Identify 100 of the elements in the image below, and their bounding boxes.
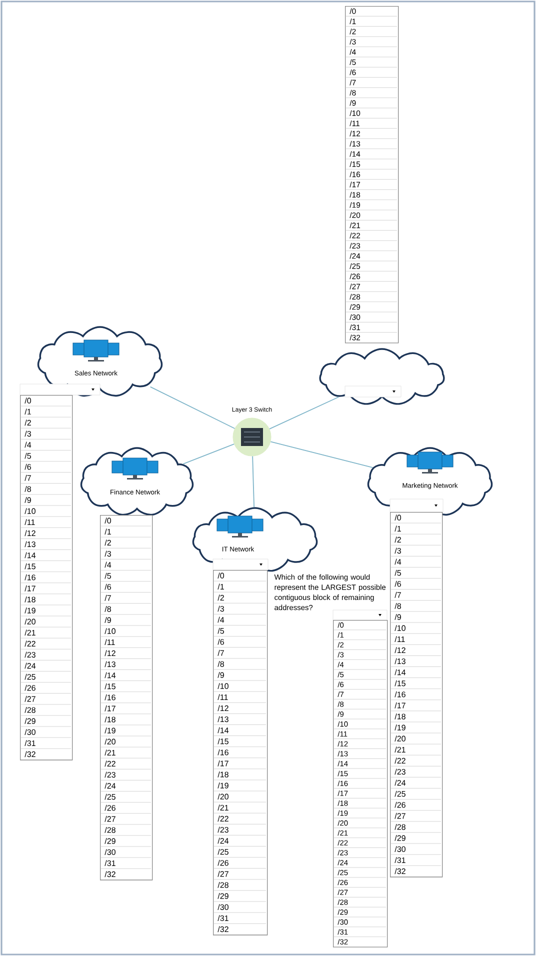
list-item: /14 — [24, 552, 36, 558]
list-item: /31 — [218, 915, 228, 922]
list-item: /28 — [104, 826, 116, 833]
list-item: /21 — [394, 746, 406, 753]
list-item: /23 — [218, 826, 228, 833]
dropdown-menu — [100, 515, 153, 880]
list-item: /19 — [218, 782, 228, 788]
list-item: /29 — [24, 718, 36, 724]
list-item: /25 — [104, 794, 116, 800]
list-item: /32 — [24, 751, 36, 758]
list-item: /13 — [218, 716, 228, 722]
list-item: /15 — [104, 683, 116, 690]
list-item: /4 — [24, 442, 32, 448]
list-item: /12 — [104, 650, 116, 656]
list-item: /24 — [24, 662, 36, 669]
list-item: /22 — [104, 760, 116, 767]
list-item: /17 — [394, 702, 406, 708]
list-item: /7 — [394, 592, 401, 598]
list-item: /30 — [394, 846, 406, 852]
list-item: /11 — [394, 636, 405, 642]
connector-line — [269, 396, 340, 430]
list-item: /18 — [104, 716, 116, 722]
list-item: /4 — [104, 562, 112, 568]
list-item: /25 — [394, 790, 406, 797]
list-item: /21 — [218, 804, 228, 811]
list-item: /30 — [104, 849, 116, 855]
list-item: /8 — [394, 602, 401, 609]
list-item: /7 — [24, 474, 31, 481]
list-item: /0 — [394, 514, 402, 520]
list-item: /29 — [104, 838, 116, 844]
list-item: /5 — [218, 628, 224, 634]
list-item: /27 — [104, 816, 116, 822]
list-item: /19 — [104, 728, 116, 734]
list-item: /27 — [394, 812, 406, 819]
list-item: /0 — [104, 518, 112, 524]
list-item: /12 — [218, 705, 228, 712]
list-item: /5 — [104, 572, 111, 579]
connector-line — [270, 441, 374, 468]
list-item: /1 — [24, 408, 31, 415]
list-item: /10 — [24, 508, 36, 514]
dropdown-menu — [345, 6, 399, 344]
list-item: /19 — [394, 724, 406, 730]
list-item: /9 — [24, 497, 31, 503]
list-item: /26 — [104, 804, 116, 811]
list-item: /10 — [104, 628, 116, 634]
list-item: /20 — [394, 736, 406, 742]
list-item: /23 — [24, 652, 36, 658]
list-item: /8 — [104, 606, 111, 612]
list-item: /13 — [24, 541, 36, 548]
list-item: /16 — [104, 694, 116, 700]
list-item: /2 — [218, 594, 224, 601]
list-item: /30 — [24, 729, 36, 735]
list-item: /2 — [394, 536, 401, 543]
list-item: /28 — [218, 882, 228, 888]
list-item: /26 — [218, 860, 228, 866]
list-item: /7 — [218, 650, 224, 656]
list-item: /8 — [218, 660, 224, 667]
list-item: /14 — [218, 727, 229, 734]
list-item: /1 — [394, 526, 401, 532]
list-item: /4 — [394, 558, 402, 565]
list-item: /26 — [394, 802, 406, 808]
list-item: /6 — [104, 584, 111, 590]
list-item: /28 — [394, 824, 406, 830]
list-item: /31 — [104, 860, 116, 866]
list-item: /24 — [104, 782, 116, 789]
list-item: /21 — [104, 750, 116, 756]
list-item: /6 — [394, 580, 401, 587]
list-item: /17 — [218, 760, 228, 766]
list-item: /17 — [24, 585, 36, 592]
list-item: /13 — [394, 658, 406, 664]
list-item: /25 — [24, 674, 36, 680]
list-item: /29 — [394, 835, 406, 841]
list-item: /10 — [218, 683, 228, 689]
list-item: /12 — [394, 647, 406, 654]
list-item: /14 — [104, 672, 116, 678]
list-item: /3 — [394, 548, 401, 554]
list-item: /22 — [24, 640, 36, 647]
list-item: /5 — [24, 452, 31, 459]
list-item: /18 — [218, 771, 228, 778]
connector-line — [182, 444, 235, 464]
list-item: /4 — [218, 616, 224, 623]
list-item: /7 — [104, 594, 111, 601]
list-item: /20 — [218, 794, 228, 800]
list-item: /23 — [394, 768, 406, 775]
list-item: /31 — [24, 740, 36, 746]
list-item: /3 — [104, 550, 111, 557]
list-item: /6 — [24, 464, 31, 470]
list-item: /15 — [394, 680, 406, 686]
list-item: /16 — [394, 691, 406, 698]
list-item: /6 — [218, 638, 224, 645]
list-item: /12 — [24, 530, 36, 536]
list-item: /1 — [218, 584, 224, 590]
list-item: /20 — [24, 618, 36, 624]
list-item: /11 — [24, 519, 35, 526]
list-item: /29 — [218, 893, 228, 899]
list-item: /32 — [218, 926, 228, 932]
list-item: /3 — [218, 606, 224, 612]
list-item: /18 — [394, 713, 406, 720]
list-item: /14 — [394, 669, 406, 676]
list-item: /1 — [104, 528, 111, 535]
